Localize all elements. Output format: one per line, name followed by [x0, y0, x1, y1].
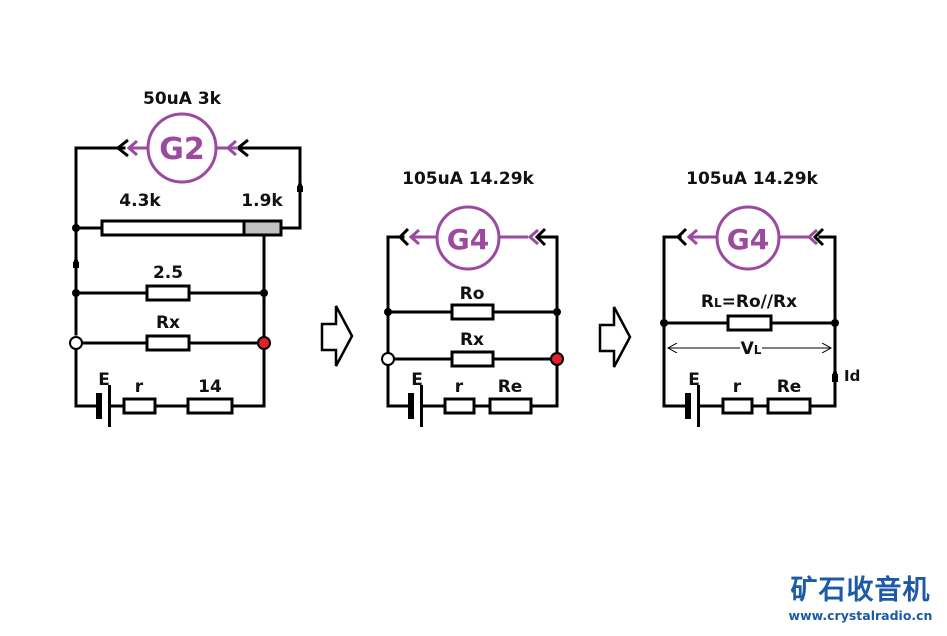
chevron-icon — [806, 228, 818, 246]
chevron-icon — [812, 227, 825, 247]
meter-label: G4 — [727, 223, 769, 256]
chevron-icon — [225, 139, 237, 157]
load-label-sub: L — [714, 296, 722, 310]
load-resistor — [726, 314, 773, 332]
circuit-3: 105uA 14.29k G4 RL=Ro//Rx VL Id E r Re — [660, 169, 860, 427]
negative-terminal[interactable] — [381, 352, 395, 366]
wire — [74, 146, 126, 230]
battery-positive-plate — [697, 385, 700, 427]
internal-r-label: r — [455, 377, 464, 397]
wire — [386, 310, 559, 355]
galvanometer-g4 — [435, 205, 501, 271]
chevron-icon — [408, 228, 420, 246]
wire — [662, 321, 687, 408]
pot-left-label: 4.3k — [119, 191, 161, 211]
wire — [662, 235, 682, 325]
load-label-rest: =Ro//Rx — [722, 292, 798, 312]
pot-right-label: 1.9k — [241, 191, 283, 211]
circuit-2: 105uA 14.29k G4 Ro Rx E r Re — [381, 169, 564, 427]
meter-label: G4 — [447, 223, 489, 256]
series-r-label: Re — [498, 377, 523, 397]
wire — [386, 363, 410, 408]
wire — [818, 235, 837, 325]
transform-arrow-icon — [320, 305, 354, 367]
chevron-icon — [126, 139, 138, 157]
internal-resistor — [122, 397, 157, 415]
shunt-label: 2.5 — [153, 263, 183, 283]
internal-resistor — [721, 397, 754, 415]
battery-positive-plate — [420, 385, 423, 427]
wire — [74, 347, 98, 408]
positive-terminal[interactable] — [257, 336, 271, 350]
ro-resistor — [450, 303, 495, 321]
chevron-icon — [115, 138, 129, 158]
meter-spec-label: 105uA 14.29k — [402, 169, 534, 189]
pot-wiper-section-1-9k[interactable] — [242, 219, 283, 237]
battery-negative-plate — [96, 393, 102, 419]
junction-dot — [260, 289, 268, 297]
battery-positive-plate — [108, 385, 111, 427]
galvanometer-g4 — [715, 205, 781, 271]
rx-label: Rx — [460, 330, 484, 350]
wire — [538, 235, 559, 314]
current-arrow-icon — [832, 366, 838, 376]
internal-r-label: r — [135, 377, 144, 397]
current-arrow-icon — [73, 254, 79, 264]
site-logo[interactable]: 矿石收音机 www.crystalradio.cn — [778, 574, 943, 624]
battery-label: E — [688, 370, 700, 390]
series-resistor — [766, 397, 812, 415]
ro-label: Ro — [460, 284, 485, 304]
current-arrow-icon — [297, 178, 303, 188]
logo-url[interactable]: www.crystalradio.cn — [788, 608, 933, 623]
rx-resistor — [450, 350, 495, 368]
galvanometer-g2 — [146, 112, 218, 184]
negative-terminal[interactable] — [69, 336, 83, 350]
chevron-icon — [675, 227, 688, 247]
chevron-icon — [686, 228, 698, 246]
circuit-1: 50uA 3k G2 4.3k 1.9k 2.5 — [69, 89, 303, 427]
current-label: Id — [844, 367, 860, 385]
transform-arrow-icon — [598, 306, 632, 368]
load-label-main: R — [701, 292, 714, 312]
current-arrow-icon — [297, 186, 303, 192]
battery-label: E — [411, 370, 423, 390]
shunt-resistor — [145, 284, 191, 302]
junction-dot — [72, 289, 80, 297]
current-arrow-icon — [73, 262, 79, 268]
meter-spec-label: 50uA 3k — [143, 89, 222, 109]
wire — [699, 321, 837, 408]
voltage-label: VL — [741, 339, 762, 359]
series-resistor — [488, 397, 533, 415]
battery-negative-plate — [408, 393, 414, 419]
internal-resistor — [443, 397, 476, 415]
internal-r-label: r — [733, 377, 742, 397]
series-r-label: 14 — [198, 377, 222, 397]
meter-spec-label: 105uA 14.29k — [686, 169, 818, 189]
wire — [230, 146, 302, 230]
pot-resistor-4-3k — [100, 219, 246, 237]
chevron-icon — [534, 227, 547, 247]
voltage-label-sub: L — [754, 343, 762, 357]
wire — [386, 235, 405, 314]
load-resistor-label: RL=Ro//Rx — [701, 292, 797, 312]
battery-label: E — [98, 370, 110, 390]
rx-resistor — [145, 334, 191, 352]
voltage-label-main: V — [741, 339, 755, 359]
chevron-icon — [397, 227, 410, 247]
rx-label: Rx — [156, 313, 180, 333]
wire — [422, 363, 559, 408]
series-resistor — [186, 397, 234, 415]
positive-terminal[interactable] — [550, 352, 564, 366]
logo-name: 矿石收音机 — [790, 575, 931, 606]
series-r-label: Re — [777, 377, 802, 397]
chevron-icon — [527, 228, 539, 246]
battery-negative-plate — [685, 393, 691, 419]
current-arrow-icon — [832, 374, 838, 382]
wire — [110, 347, 266, 408]
meter-label: G2 — [159, 132, 205, 167]
